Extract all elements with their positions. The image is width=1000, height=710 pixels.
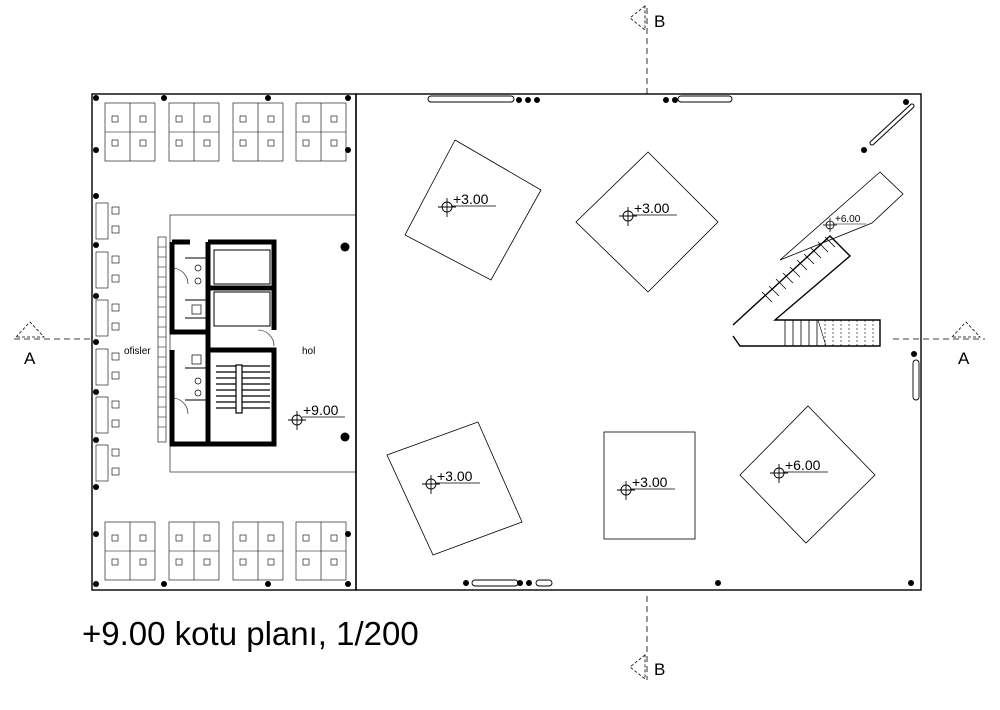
platform-top-center [575,151,719,293]
level-marker-platform-top-center: +3.00 [619,200,677,226]
platform-top-left [404,139,542,281]
section-b-bottom-label: B [654,660,665,679]
ramp-stair [732,171,904,347]
desk-cluster-bottom-4 [295,521,347,581]
plan-title: +9.00 kotu planı, 1/200 [82,615,419,652]
structural-columns [93,95,917,587]
left-wall-desks [95,202,120,482]
level-label-hall: +9.00 [303,402,339,418]
platform-bottom-right [739,405,876,544]
desk-cluster-bottom-2 [168,521,220,581]
section-b-bottom-arrow-icon [629,654,646,680]
level-marker-platform-bottom-right: +6.00 [770,457,828,483]
level-label-platform-bottom-center: +3.00 [632,474,668,490]
building-outline [91,93,922,591]
level-marker-platform-bottom-left: +3.00 [422,468,480,494]
room-label-offices: ofisler [124,346,151,357]
section-a-right-label: A [958,349,970,368]
level-marker-platform-bottom-center: +3.00 [617,474,675,500]
section-a-left-label: A [24,349,36,368]
level-label-platform-top-center: +3.00 [634,200,670,216]
section-a-right-arrow-icon [951,321,981,338]
platform-bottom-left [386,421,523,556]
desk-cluster-bottom-1 [104,521,156,581]
desk-cluster-top-4 [295,102,347,162]
desk-cluster-top-2 [168,102,220,162]
level-label-platform-top-left: +3.00 [453,191,489,207]
section-a-left-arrow-icon [15,321,45,338]
section-b-top-arrow-icon [629,5,646,31]
core-walls [157,236,277,447]
desk-cluster-bottom-3 [232,521,284,581]
desk-cluster-top-1 [104,102,156,162]
level-marker-stair-landing: +6.00 [823,214,866,232]
level-label-platform-bottom-left: +3.00 [437,468,473,484]
level-label-platform-bottom-right: +6.00 [785,457,821,473]
platform-bottom-center [603,431,696,540]
level-marker-hall: +9.00 [288,402,345,430]
desk-cluster-top-3 [232,102,284,162]
level-label-stair-landing: +6.00 [835,214,861,225]
room-label-hall: hol [302,346,315,357]
section-b-top-label: B [654,12,665,31]
slot-openings [427,95,920,587]
level-marker-platform-top-left: +3.00 [438,191,496,217]
